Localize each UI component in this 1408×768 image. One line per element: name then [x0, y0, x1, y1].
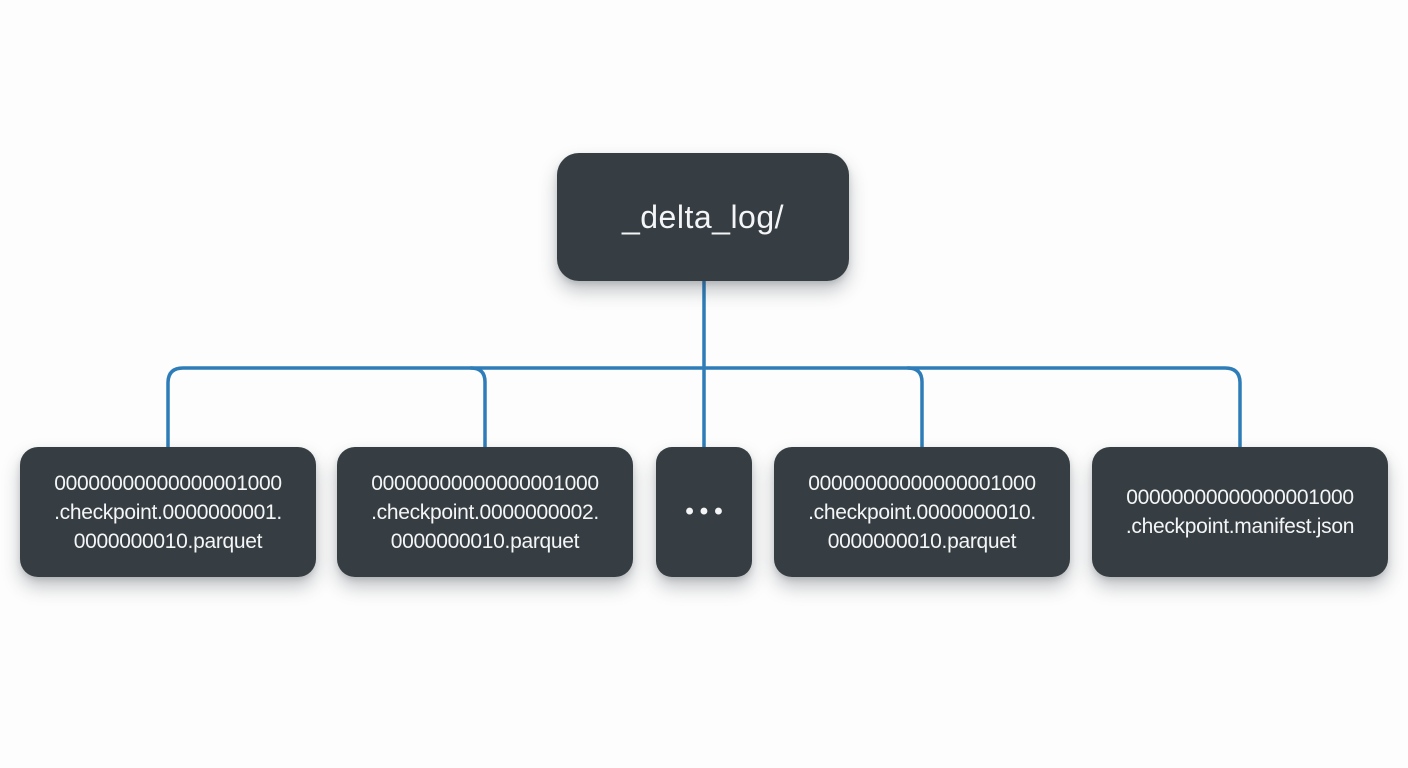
checkpoint-part-10-node: 00000000000000001000 .checkpoint.0000000…	[774, 447, 1070, 577]
ellipsis-node: •••	[656, 447, 752, 577]
file-name-line: 00000000000000001000	[54, 471, 282, 495]
connector-drop-child-2	[469, 366, 487, 451]
file-name-line: 0000000010.parquet	[827, 529, 1017, 553]
connector-drop-child-4	[906, 366, 924, 451]
ellipsis-dots: •••	[685, 498, 729, 525]
file-name-line: .checkpoint.0000000001.	[54, 500, 282, 524]
file-name-line: 00000000000000001000	[808, 471, 1036, 495]
file-name-line: .checkpoint.0000000002.	[371, 500, 599, 524]
file-name-line: 00000000000000001000	[1126, 486, 1354, 509]
file-name-line: 0000000010.parquet	[73, 529, 263, 553]
file-name-line: 0000000010.parquet	[390, 529, 580, 553]
file-name-line: .checkpoint.manifest.json	[1125, 515, 1355, 538]
file-name-line: 00000000000000001000	[371, 471, 599, 495]
checkpoint-manifest-node: 00000000000000001000 .checkpoint.manifes…	[1092, 447, 1388, 577]
root-node-delta-log: _delta_log/	[557, 153, 849, 281]
checkpoint-part-1-node: 00000000000000001000 .checkpoint.0000000…	[20, 447, 316, 577]
checkpoint-part-2-node: 00000000000000001000 .checkpoint.0000000…	[337, 447, 633, 577]
connector-main-branch	[166, 366, 1242, 451]
file-name-line: .checkpoint.0000000010.	[808, 500, 1036, 524]
root-node-label: _delta_log/	[621, 198, 785, 235]
